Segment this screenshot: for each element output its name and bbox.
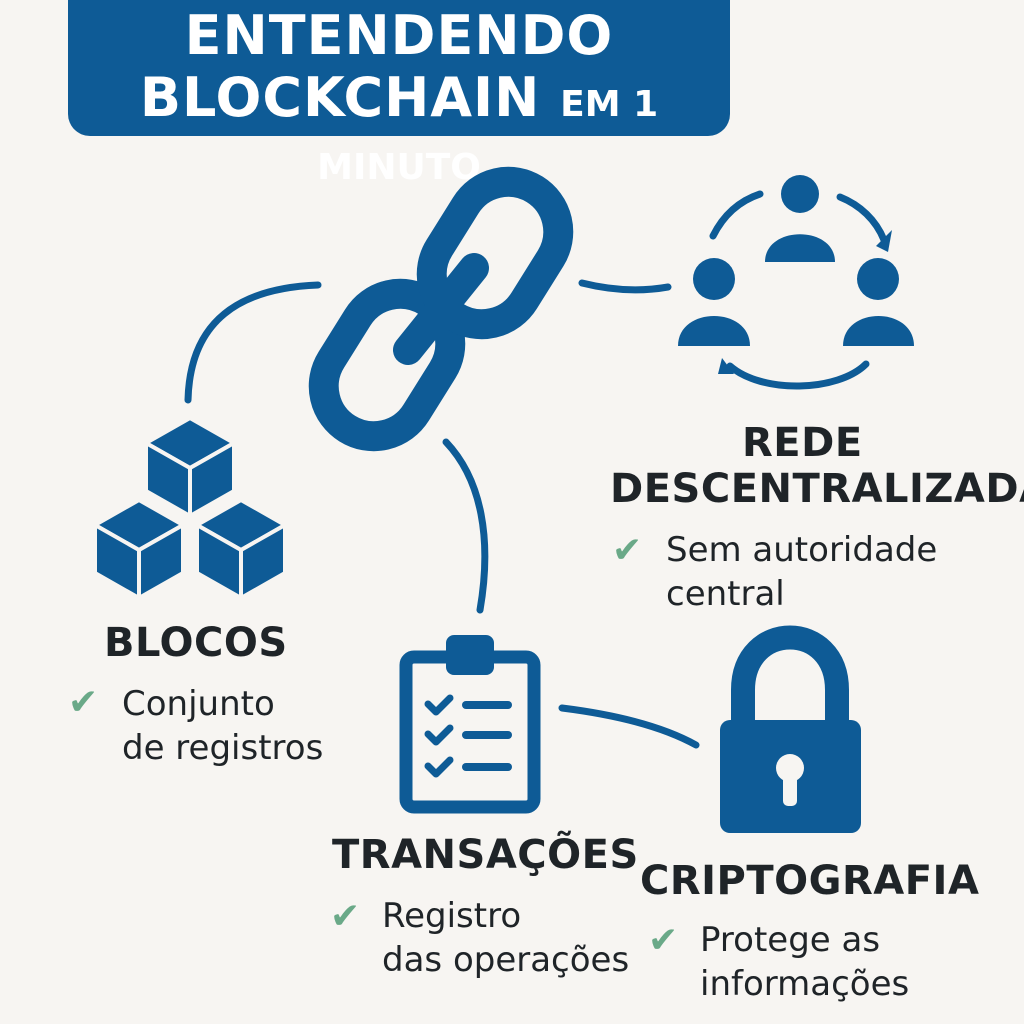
cubes-icon bbox=[93, 416, 287, 600]
rede-title-line1: REDE bbox=[742, 420, 863, 466]
transacoes-title: TRANSAÇÕES bbox=[332, 832, 639, 878]
criptografia-desc-line2: informações bbox=[700, 964, 910, 1004]
rede-desc-line2: central bbox=[666, 574, 785, 614]
network-users-icon bbox=[678, 175, 914, 390]
transacoes-desc-line2: das operações bbox=[382, 940, 630, 980]
rede-desc-line1: Sem autoridade bbox=[666, 530, 938, 570]
clipboard-checklist-icon bbox=[399, 635, 541, 814]
check-icon: ✔ bbox=[330, 896, 361, 937]
connector-chain-transacoes bbox=[442, 438, 489, 614]
criptografia-desc-line1: Protege as bbox=[700, 920, 881, 960]
chain-link-icon bbox=[308, 166, 574, 452]
blocos-title: BLOCOS bbox=[104, 620, 288, 666]
transacoes-desc-line1: Registro bbox=[382, 896, 522, 936]
title-banner: ENTENDENDO BLOCKCHAIN EM 1 MINUTO bbox=[68, 0, 730, 188]
blocos-desc-line1: Conjunto bbox=[122, 684, 275, 724]
check-icon: ✔ bbox=[612, 530, 643, 571]
rede-title-line2: DESCENTRALIZADA bbox=[610, 466, 1024, 512]
title-line-1: ENTENDENDO bbox=[184, 4, 614, 67]
check-icon: ✔ bbox=[648, 920, 679, 961]
title-line-2: BLOCKCHAIN EM 1 MINUTO bbox=[68, 66, 730, 192]
check-icon: ✔ bbox=[68, 682, 99, 723]
connector-transacoes-criptografia bbox=[558, 704, 700, 749]
connector-chain-rede bbox=[578, 279, 672, 294]
title-main: BLOCKCHAIN bbox=[139, 66, 541, 129]
padlock-icon bbox=[720, 625, 861, 833]
title-small: EM 1 MINUTO bbox=[317, 84, 659, 188]
connector-chain-blocos bbox=[184, 281, 322, 404]
blocos-desc-line2: de registros bbox=[122, 728, 324, 768]
criptografia-title: CRIPTOGRAFIA bbox=[640, 858, 980, 904]
